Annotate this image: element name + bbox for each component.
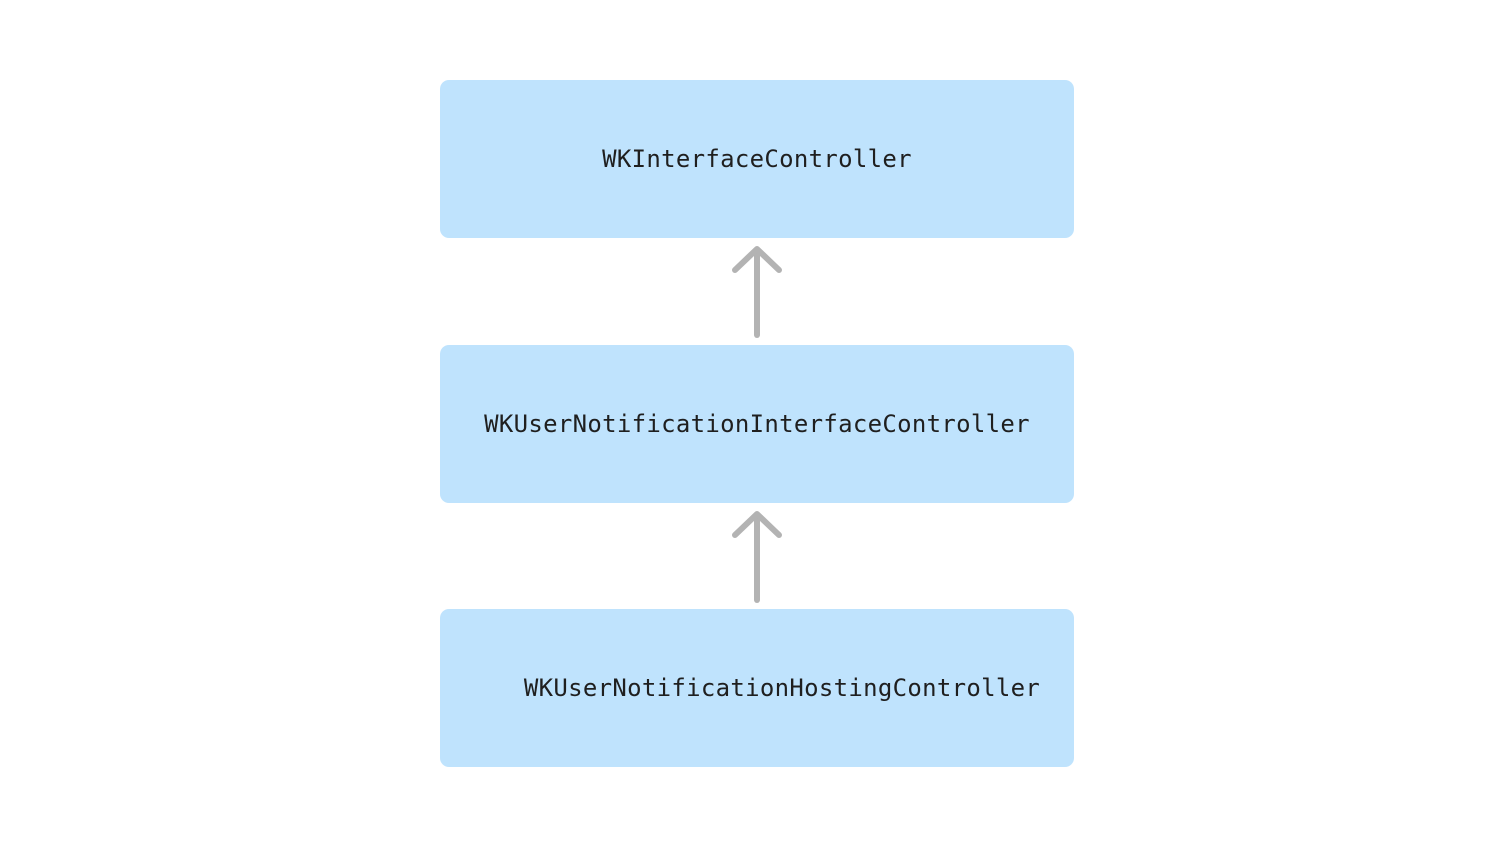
arrow-up-icon: [732, 246, 782, 338]
class-box-wkinterfacecontroller: WKInterfaceController: [440, 80, 1074, 238]
class-box-wkusernotificationhostingcontroller: WKUserNotificationHostingController: [440, 609, 1074, 767]
class-label: WKUserNotificationHostingController: [523, 674, 1041, 702]
class-label: WKUserNotificationInterfaceController: [484, 410, 1030, 438]
class-label: WKInterfaceController: [602, 145, 912, 173]
class-box-wkusernotificationinterfacecontroller: WKUserNotificationInterfaceController: [440, 345, 1074, 503]
arrow-head: [732, 246, 782, 273]
arrow-head: [732, 511, 782, 538]
arrow-up-icon: [732, 511, 782, 603]
